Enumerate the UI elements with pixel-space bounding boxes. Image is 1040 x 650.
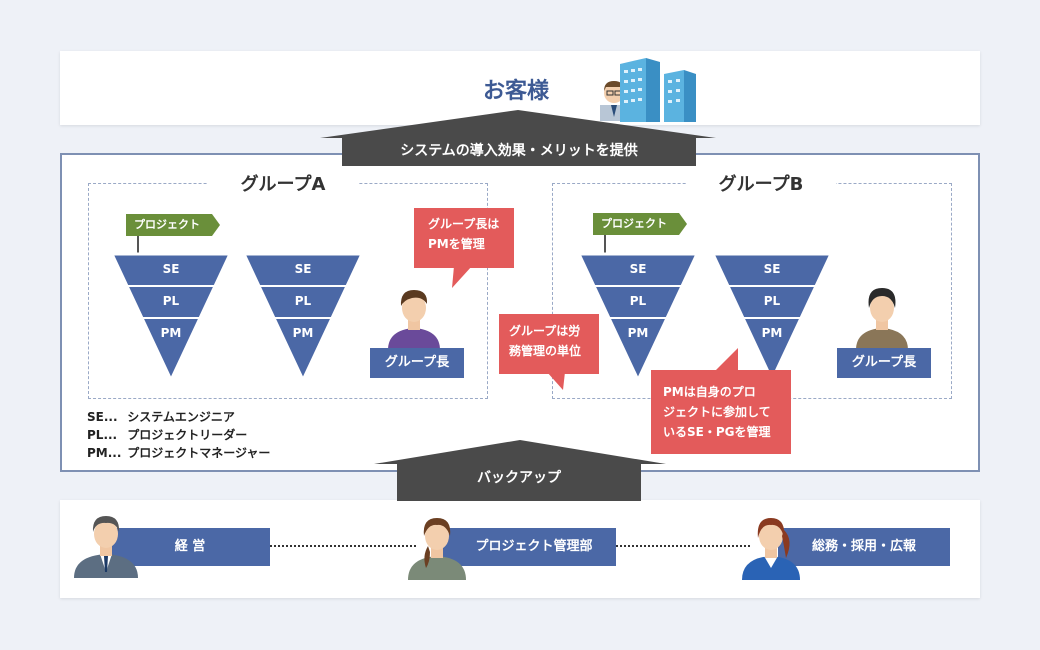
- group-b-tri2-se: SE: [763, 262, 781, 276]
- pm-bubble-line3: いるSE・PGを管理: [663, 425, 771, 439]
- group-a-bubble: グループ長は PMを管理: [414, 208, 514, 268]
- group-a-bubble-line2: PMを管理: [428, 237, 485, 251]
- legend-desc: システムエンジニア: [127, 410, 235, 424]
- top-arrow-head: [320, 110, 716, 138]
- general-affairs-woman-icon: [742, 518, 800, 580]
- group-b-title: グループB: [686, 172, 836, 198]
- legend-abbr: PL...: [87, 428, 118, 442]
- group-b-tri1-pm: PM: [627, 326, 649, 340]
- group-a-triangle-2: [241, 252, 365, 384]
- group-b-flag-tail: [679, 213, 687, 235]
- center-bubble-line1: グループは労: [509, 324, 581, 338]
- building-icon: [620, 58, 696, 122]
- group-b-leader-label: グループ長: [837, 348, 931, 378]
- legend-row-se: SE... システムエンジニア: [87, 408, 270, 426]
- center-bubble-tail: [547, 372, 565, 390]
- legend-desc: プロジェクトリーダー: [127, 428, 248, 442]
- pm-bubble-line1: PMは自身のプロ: [663, 385, 756, 399]
- group-b-flag-pole: [604, 235, 606, 253]
- group-b-triangle-2: [710, 252, 834, 384]
- group-a-tri1-se: SE: [162, 262, 180, 276]
- legend-abbr: PM...: [87, 446, 122, 460]
- legend: SE... システムエンジニア PL... プロジェクトリーダー PM... プ…: [87, 408, 270, 462]
- pm-bubble-tail: [714, 348, 738, 372]
- group-a-tri2-pl: PL: [294, 294, 312, 308]
- connector-line-2: [616, 545, 750, 547]
- group-a-bubble-line1: グループ長は: [428, 217, 500, 231]
- group-b-tri2-pm: PM: [761, 326, 783, 340]
- center-bubble: グループは労 務管理の単位: [499, 314, 599, 374]
- group-b-leader-icon: [856, 288, 908, 350]
- group-b-tri1-se: SE: [629, 262, 647, 276]
- group-a-flag-pole: [137, 236, 139, 254]
- group-a-triangle-1: [109, 252, 233, 384]
- pmo-woman-icon: [408, 518, 466, 580]
- customer-title: お客様: [483, 79, 550, 104]
- legend-desc: プロジェクトマネージャー: [127, 446, 271, 460]
- group-b-triangle-1: [576, 252, 700, 384]
- group-a-bubble-tail: [452, 266, 472, 288]
- bottom-arrow-head: [374, 440, 666, 464]
- group-a-tri2-se: SE: [294, 262, 312, 276]
- group-a-leader-icon: [388, 290, 440, 350]
- group-a-tri1-pl: PL: [162, 294, 180, 308]
- group-b-tri1-pl: PL: [629, 294, 647, 308]
- management-label: 経 営: [110, 528, 270, 566]
- group-a-leader-label: グループ長: [370, 348, 464, 378]
- legend-abbr: SE...: [87, 410, 118, 424]
- group-b-project-flag: プロジェクト: [593, 213, 679, 235]
- group-a-tri2-pm: PM: [292, 326, 314, 340]
- group-a-tri1-pm: PM: [160, 326, 182, 340]
- top-arrow-label: システムの導入効果・メリットを提供: [342, 136, 696, 166]
- bottom-arrow-label: バックアップ: [397, 463, 641, 501]
- group-a-project-flag: プロジェクト: [126, 214, 212, 236]
- group-b-tri2-pl: PL: [763, 294, 781, 308]
- executive-icon: [74, 516, 138, 578]
- pm-bubble-line2: ジェクトに参加して: [663, 405, 771, 419]
- pmo-label: プロジェクト管理部: [436, 528, 616, 566]
- general-affairs-label: 総務・採用・広報: [778, 528, 950, 566]
- pm-bubble: PMは自身のプロ ジェクトに参加して いるSE・PGを管理: [651, 370, 791, 454]
- group-a-title: グループA: [208, 172, 358, 198]
- group-a-flag-tail: [212, 214, 220, 236]
- legend-row-pm: PM... プロジェクトマネージャー: [87, 444, 270, 462]
- center-bubble-line2: 務管理の単位: [509, 344, 582, 358]
- legend-row-pl: PL... プロジェクトリーダー: [87, 426, 270, 444]
- connector-line-1: [270, 545, 416, 547]
